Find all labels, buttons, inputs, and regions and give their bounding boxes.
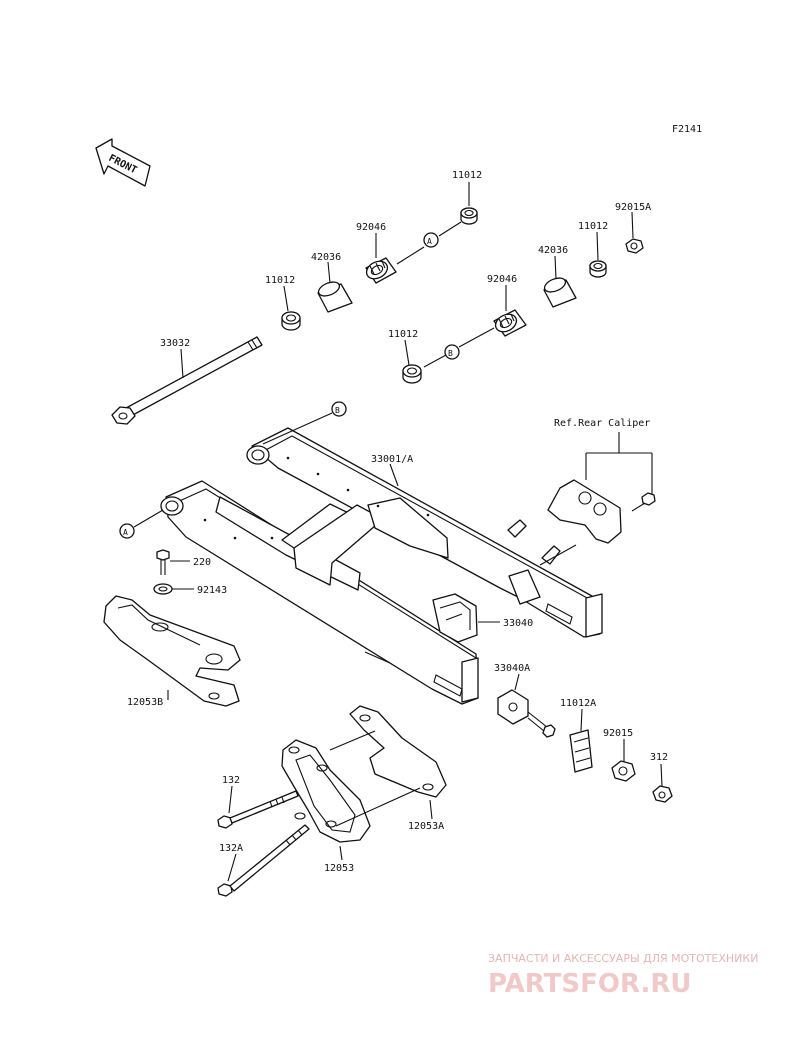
label-132: 132: [222, 775, 240, 786]
part-12053a-guide: [349, 705, 447, 798]
part-11012-lower: [402, 364, 422, 384]
label-312: 312: [650, 752, 668, 763]
part-12053b-chain-slider: [103, 595, 241, 707]
part-11012-right: [589, 260, 607, 278]
watermark-tagline: ЗАПЧАСТИ И АКСЕССУАРЫ ДЛЯ МОТОТЕХНИКИ: [488, 952, 758, 965]
part-caliper-bracket: [547, 479, 656, 544]
callout-a-upper: A: [427, 237, 432, 246]
part-92046-lower: [493, 309, 527, 337]
label-11012-lower: 11012: [388, 329, 418, 340]
label-11012-left: 11012: [265, 275, 295, 286]
figure-id: F2141: [672, 124, 702, 135]
callout-b-swingarm: B: [335, 406, 340, 415]
label-33032: 33032: [160, 338, 190, 349]
part-312-nut: [652, 785, 673, 803]
label-11012-right: 11012: [578, 221, 608, 232]
part-42036-upper: [317, 281, 353, 313]
watermark-logo: PARTSFOR.RU: [488, 969, 691, 999]
part-92143-washer: [153, 583, 173, 595]
part-33040a-adjuster: [497, 689, 556, 738]
label-220: 220: [193, 557, 211, 568]
label-92015a: 92015A: [615, 202, 651, 213]
part-11012a-spacer: [569, 729, 593, 773]
label-92046-b: 92046: [487, 274, 517, 285]
label-12053a: 12053A: [408, 821, 444, 832]
part-11012-left: [281, 311, 301, 331]
part-33040-block: [432, 593, 478, 643]
part-92015a-nut: [625, 238, 644, 254]
label-33040a: 33040A: [494, 663, 530, 674]
label-12053: 12053: [324, 863, 354, 874]
label-42036-b: 42036: [538, 245, 568, 256]
label-132a: 132A: [219, 843, 243, 854]
part-33032-pivot-shaft: [111, 336, 263, 425]
label-92143: 92143: [197, 585, 227, 596]
part-220-bolt: [156, 549, 170, 575]
callout-a-swingarm: A: [123, 528, 128, 537]
label-33040: 33040: [503, 618, 533, 629]
part-132a-bolt: [217, 824, 310, 897]
ref-note: Ref.Rear Caliper: [554, 418, 650, 429]
callout-b-upper: B: [448, 349, 453, 358]
label-11012a: 11012A: [560, 698, 596, 709]
part-92015-nut: [611, 760, 636, 782]
label-92015: 92015: [603, 728, 633, 739]
label-92046-a: 92046: [356, 222, 386, 233]
part-12053-chain-guide: [281, 739, 371, 843]
part-92046-upper: [365, 257, 397, 284]
part-132-bolt: [217, 790, 299, 829]
part-42036-lower: [543, 277, 577, 308]
front-arrow-icon: FRONT: [95, 138, 151, 187]
label-42036-a: 42036: [311, 252, 341, 263]
label-11012-top: 11012: [452, 170, 482, 181]
part-33001a-swingarm: [160, 427, 603, 705]
part-11012-top: [460, 207, 478, 225]
label-12053b: 12053B: [127, 697, 163, 708]
label-33001a: 33001/A: [371, 454, 413, 465]
